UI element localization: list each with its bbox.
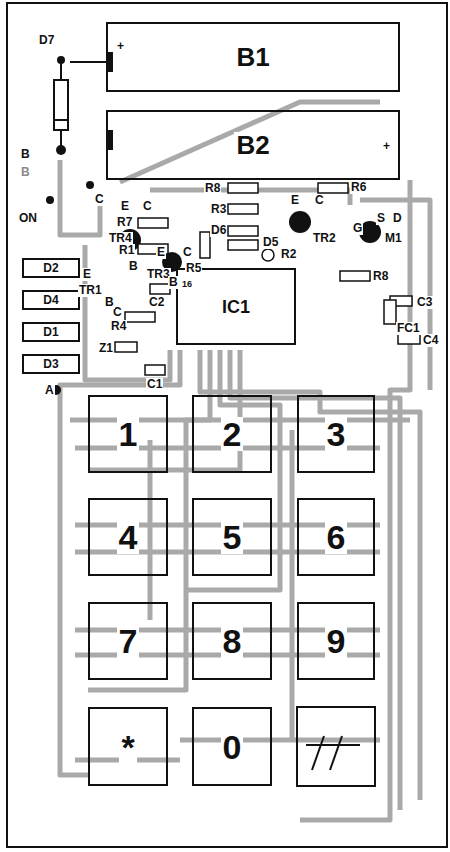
keypad-key: 6 bbox=[297, 498, 375, 576]
part-label: Z1 bbox=[98, 342, 114, 355]
part-label: B bbox=[128, 260, 139, 273]
keypad-key: 2 bbox=[192, 395, 272, 473]
part-label: E bbox=[120, 200, 130, 213]
part-label: FC1 bbox=[396, 322, 421, 335]
part-label: R4 bbox=[110, 320, 127, 333]
part-label: D7 bbox=[38, 34, 55, 47]
node-text: D3 bbox=[41, 358, 60, 370]
part-label: C bbox=[182, 246, 193, 259]
part-label: R6 bbox=[350, 181, 367, 194]
part-label: R8 bbox=[204, 182, 221, 195]
part-label: R1 bbox=[118, 244, 135, 257]
part-label: R8 bbox=[372, 270, 389, 283]
diode-box: D4 bbox=[22, 290, 80, 310]
part-label: C3 bbox=[416, 296, 433, 309]
part-label: R3 bbox=[210, 203, 227, 216]
part-label: E bbox=[82, 268, 92, 281]
keypad-key: 1 bbox=[88, 395, 168, 473]
part-label: B bbox=[20, 148, 31, 161]
part-label: B bbox=[168, 276, 179, 289]
node-text: IC1 bbox=[220, 298, 252, 316]
node-text: B2 bbox=[234, 132, 271, 158]
part-label: TR2 bbox=[312, 232, 337, 245]
node-text: 7 bbox=[117, 624, 140, 658]
node-text: 8 bbox=[221, 624, 244, 658]
keypad-key: 0 bbox=[192, 707, 272, 786]
node-text: 1 bbox=[117, 417, 140, 451]
keypad-key: * bbox=[88, 707, 168, 786]
node-text: 2 bbox=[221, 417, 244, 451]
part-label: D5 bbox=[262, 236, 279, 249]
keypad-key: 9 bbox=[297, 602, 375, 680]
part-label: R5 bbox=[185, 262, 202, 275]
part-label: E bbox=[290, 194, 300, 207]
node-text: 9 bbox=[325, 624, 348, 658]
keypad-key: 8 bbox=[192, 602, 272, 680]
node-text: * bbox=[119, 730, 136, 764]
ic-outline: IC1 bbox=[176, 268, 296, 345]
part-label: D bbox=[392, 212, 403, 225]
keypad-key: 3 bbox=[297, 395, 375, 473]
part-label: B bbox=[104, 296, 115, 309]
node-text: 4 bbox=[117, 520, 140, 554]
part-label: R2 bbox=[280, 248, 297, 261]
node-text: 5 bbox=[221, 520, 244, 554]
part-label: R7 bbox=[116, 216, 133, 229]
node-text: D1 bbox=[41, 326, 60, 338]
part-label: C bbox=[142, 200, 153, 213]
part-label: B bbox=[20, 166, 31, 179]
diode-box: D2 bbox=[22, 258, 80, 278]
part-label: A bbox=[44, 384, 55, 397]
part-label: G bbox=[352, 222, 363, 235]
part-label: C bbox=[94, 193, 105, 206]
part-label: + bbox=[116, 40, 125, 53]
node-text: 0 bbox=[221, 730, 244, 764]
keypad-key: 5 bbox=[192, 498, 272, 576]
node-text: 6 bbox=[325, 520, 348, 554]
node-text: B1 bbox=[234, 44, 271, 70]
keypad-key: 7 bbox=[88, 602, 168, 680]
part-label: D6 bbox=[210, 224, 227, 237]
part-label: ON bbox=[18, 212, 38, 225]
node-text: D4 bbox=[41, 294, 60, 306]
part-label: E bbox=[156, 246, 166, 259]
part-label: 16 bbox=[181, 280, 193, 290]
part-label: C1 bbox=[146, 378, 163, 391]
part-label: TR3 bbox=[146, 268, 171, 281]
part-label: C2 bbox=[148, 296, 165, 309]
keypad-key: 4 bbox=[88, 498, 168, 576]
battery-holder: B1 bbox=[106, 22, 400, 92]
part-label: + bbox=[382, 140, 391, 153]
part-label: TR1 bbox=[78, 284, 103, 297]
node-text: 3 bbox=[325, 417, 348, 451]
node-text: D2 bbox=[41, 262, 60, 274]
part-label: C4 bbox=[422, 334, 439, 347]
battery-holder: B2 bbox=[106, 110, 400, 180]
diode-box: D3 bbox=[22, 354, 80, 374]
part-label: S bbox=[376, 212, 386, 225]
diode-box: D1 bbox=[22, 322, 80, 342]
part-label: C bbox=[314, 194, 325, 207]
part-label: M1 bbox=[384, 232, 403, 245]
